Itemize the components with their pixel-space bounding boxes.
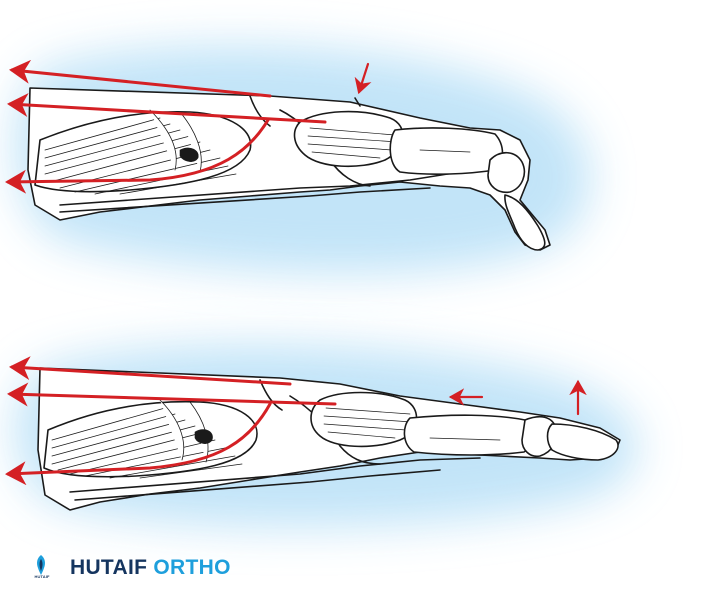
pull-arrow-2 bbox=[7, 93, 327, 124]
brand-name: HUTAIF ORTHO bbox=[70, 556, 231, 580]
brand-logo-text: HUTAIF bbox=[34, 574, 50, 579]
pointer-arrow-down bbox=[354, 62, 372, 95]
brand-name-part2: ORTHO bbox=[153, 556, 231, 579]
pull-arrow-2 bbox=[7, 382, 337, 407]
figure-flexed-finger bbox=[5, 45, 591, 274]
figure-extended-finger bbox=[5, 344, 638, 528]
pull-arrow-3 bbox=[5, 402, 272, 486]
pull-arrow-3 bbox=[5, 118, 270, 194]
brand-name-part1: HUTAIF bbox=[70, 556, 154, 579]
pull-arrow-1 bbox=[9, 356, 292, 386]
brand-logo-icon bbox=[37, 555, 45, 575]
red-arrows-bottom bbox=[5, 356, 587, 486]
red-arrows-top bbox=[5, 59, 372, 194]
pull-arrow-1 bbox=[9, 59, 272, 98]
